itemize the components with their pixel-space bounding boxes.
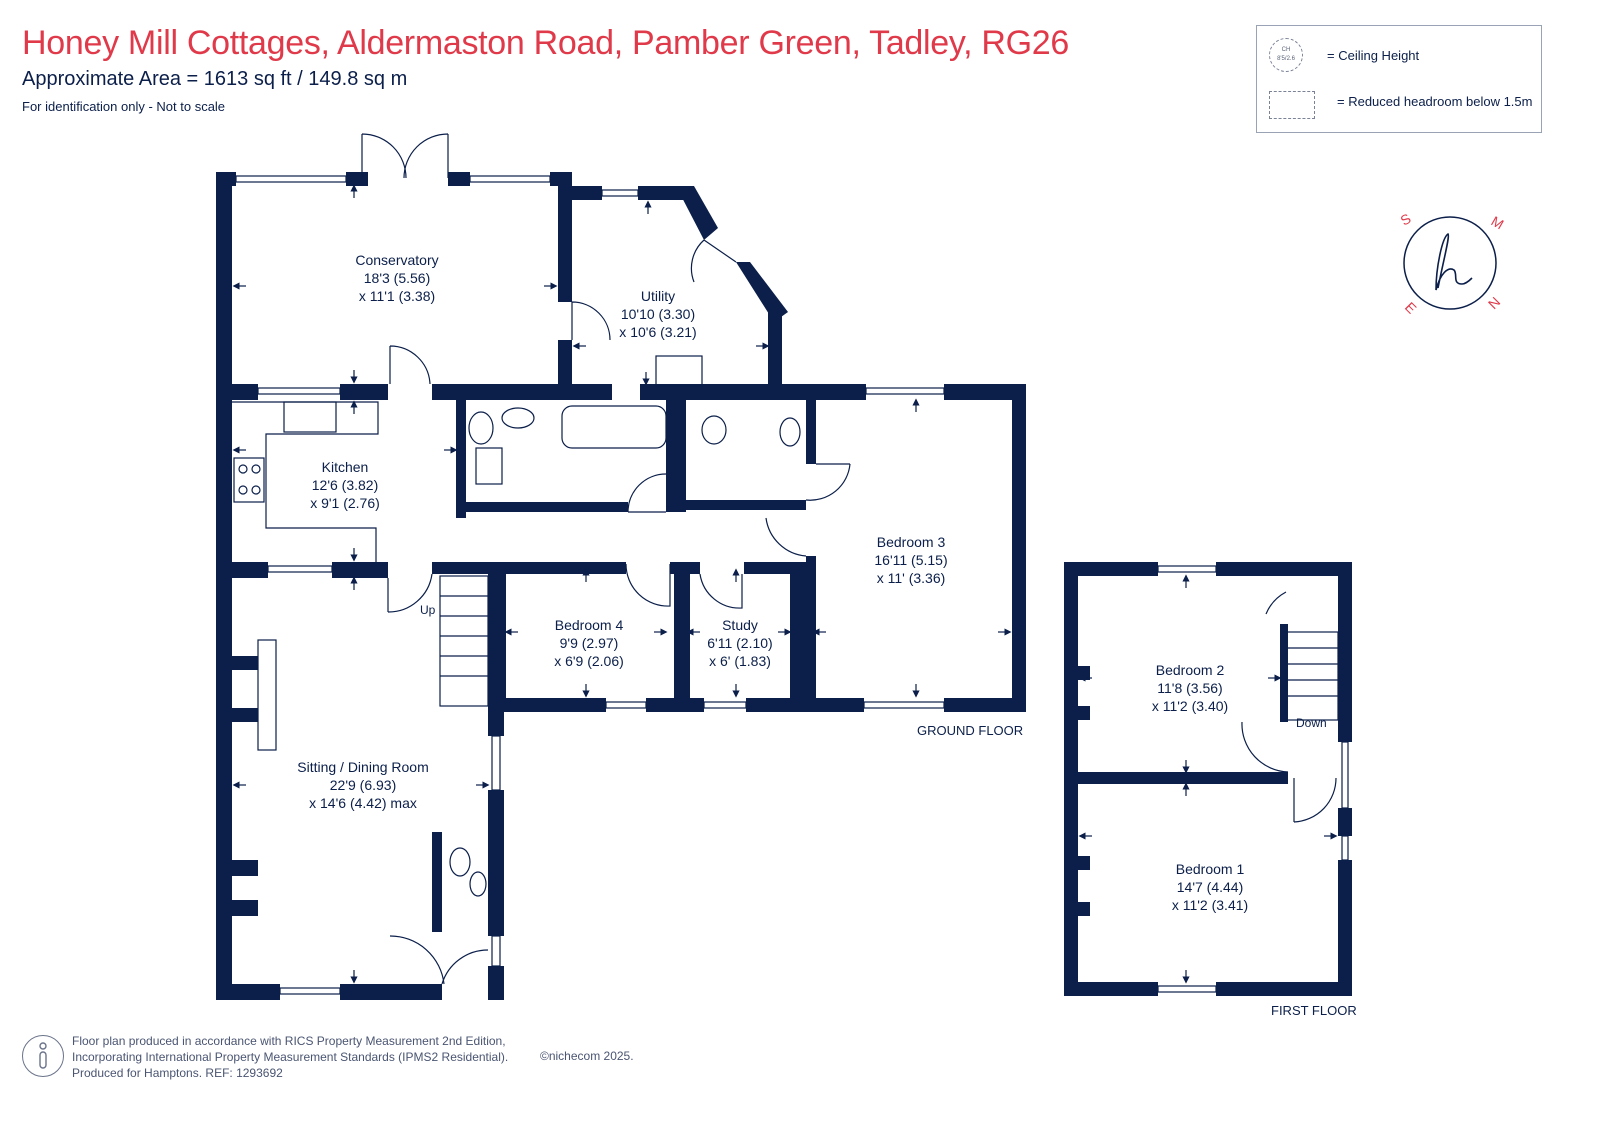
room-name: Utility: [640, 288, 676, 304]
logo-letter-e: E: [1402, 299, 1420, 317]
room-dim: x 10'6 (3.21): [619, 324, 697, 340]
room-name: Conservatory: [355, 252, 439, 268]
first-floor-label: FIRST FLOOR: [1271, 1003, 1357, 1018]
room-sitting-dining: Sitting / Dining Room 22'9 (6.93) x 14'6…: [297, 758, 429, 812]
room-dim: 11'8 (3.56): [1157, 680, 1223, 696]
room-study: Study 6'11 (2.10) x 6' (1.83): [707, 616, 772, 670]
dimension-arrows: [232, 184, 1338, 984]
room-dim: x 11'2 (3.41): [1171, 897, 1249, 913]
room-dim: x 6' (1.83): [709, 653, 771, 669]
stairs-down-label: Down: [1296, 716, 1327, 730]
room-dim: 22'9 (6.93): [329, 777, 397, 793]
room-dim: 10'10 (3.30): [620, 306, 696, 322]
legend-reduced-headroom: = Reduced headroom below 1.5m: [1337, 94, 1533, 109]
legend-ceiling-height: = Ceiling Height: [1327, 48, 1420, 63]
room-dim: 12'6 (3.82): [311, 477, 379, 493]
room-name: Sitting / Dining Room: [297, 759, 429, 775]
room-dim: 9'9 (2.97): [559, 635, 619, 651]
room-bedroom-3: Bedroom 3 16'11 (5.15) x 11' (3.36): [874, 533, 947, 587]
copyright: ©nichecom 2025.: [540, 1049, 634, 1063]
room-name: Bedroom 3: [876, 534, 946, 550]
room-dim: x 11' (3.36): [876, 570, 946, 586]
room-name: Kitchen: [321, 459, 369, 475]
ground-floor-label: GROUND FLOOR: [917, 723, 1024, 738]
ground-floor-walls: [216, 172, 1026, 1000]
first-floor-walls: [1064, 562, 1352, 996]
approximate-area: Approximate Area = 1613 sq ft / 149.8 sq…: [22, 68, 408, 90]
room-bedroom-2: Bedroom 2 11'8 (3.56) x 11'2 (3.40): [1152, 661, 1228, 715]
ground-floor-fittings: [232, 133, 945, 995]
room-dim: x 6'9 (2.06): [554, 653, 624, 669]
footer-text: Floor plan produced in accordance with R…: [72, 1033, 508, 1081]
footer-line: Floor plan produced in accordance with R…: [72, 1034, 506, 1048]
logo-letter-n: N: [1485, 294, 1503, 312]
room-name: Bedroom 4: [554, 617, 624, 633]
logo-letter-s: S: [1398, 210, 1414, 229]
logo-letter-m: M: [1489, 213, 1507, 233]
room-conservatory: Conservatory 18'3 (5.56) x 11'1 (3.38): [355, 251, 438, 305]
room-dim: x 11'2 (3.40): [1151, 698, 1229, 714]
room-kitchen: Kitchen 12'6 (3.82) x 9'1 (2.76): [310, 458, 380, 512]
room-dim: 6'11 (2.10): [707, 635, 773, 651]
room-dim: x 14'6 (4.42) max: [309, 795, 417, 811]
room-utility: Utility 10'10 (3.30) x 10'6 (3.21): [619, 287, 696, 341]
hamptons-logo-icon: S M N E: [1398, 210, 1507, 317]
room-name: Study: [722, 617, 758, 633]
identification-note: For identification only - Not to scale: [22, 99, 226, 114]
page-title: Honey Mill Cottages, Aldermaston Road, P…: [22, 24, 1069, 62]
footer-line: Produced for Hamptons. REF: 1293692: [72, 1066, 283, 1080]
room-bedroom-1: Bedroom 1 14'7 (4.44) x 11'2 (3.41): [1172, 860, 1248, 914]
room-dim: 14'7 (4.44): [1176, 879, 1244, 895]
footer-line: Incorporating International Property Mea…: [72, 1050, 509, 1064]
room-dim: x 11'1 (3.38): [358, 288, 436, 304]
room-name: Bedroom 1: [1175, 861, 1245, 877]
info-person-icon: [22, 1035, 64, 1077]
room-dim: 18'3 (5.56): [363, 270, 431, 286]
reduced-headroom-icon: [1269, 91, 1315, 119]
room-name: Bedroom 2: [1155, 662, 1225, 678]
stairs-up-label: Up: [420, 603, 436, 617]
room-bedroom-4: Bedroom 4 9'9 (2.97) x 6'9 (2.06): [554, 616, 624, 670]
room-dim: x 9'1 (2.76): [310, 495, 380, 511]
room-dim: 16'11 (5.15): [874, 552, 948, 568]
first-floor-fittings: [1157, 565, 1349, 993]
